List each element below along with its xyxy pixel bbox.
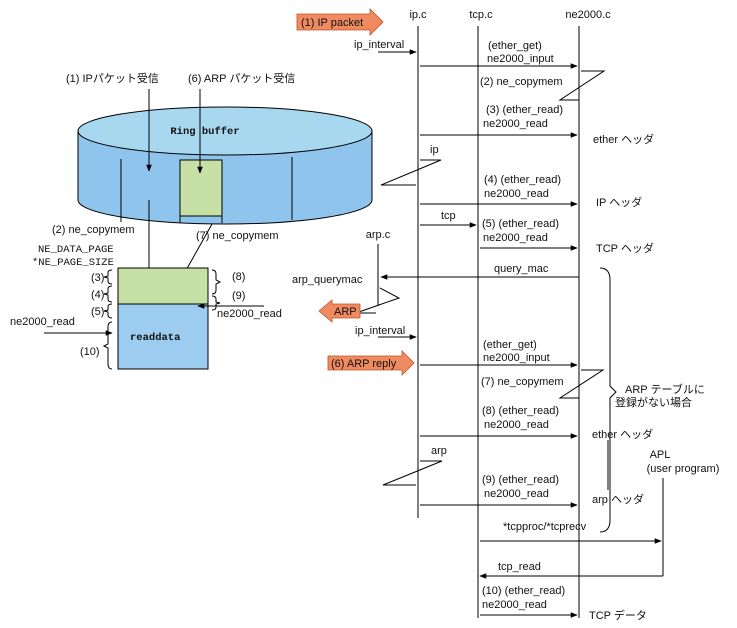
ip-packet-arrow: [296, 8, 384, 36]
tcp-call-label: tcp: [441, 210, 456, 222]
ether-get-label-1: (ether_get): [488, 40, 542, 52]
brace-5: [103, 303, 113, 319]
ne2000-read-label-10: ne2000_read: [482, 599, 547, 611]
mark-4: (4): [91, 289, 104, 301]
ether-read-label-8: (8) (ether_read): [482, 405, 559, 417]
ether-get-label-2: (ether_get): [483, 339, 537, 351]
mark-3: (3): [91, 272, 104, 284]
tcp-read-label: tcp_read: [498, 561, 541, 573]
ne2000-read-left-label: ne2000_read: [10, 316, 75, 328]
ring-green-slot: [179, 159, 223, 217]
arp-recv-label: (6) ARP パケット受信: [188, 72, 295, 85]
copymem-2-label: (2) ne_copymem: [480, 76, 563, 88]
ring-buffer-label: Ring buffer: [170, 126, 239, 138]
arp-querymac-label: arp_querymac: [292, 274, 363, 286]
arp-note-brace: [599, 267, 617, 533]
ether-read-label-10: (10) (ether_read): [482, 585, 565, 597]
ether-header-2: ether ヘッダ: [592, 427, 653, 441]
ether-header-1: ether ヘッダ: [593, 132, 654, 146]
ne2000-read-label-9: ne2000_read: [484, 488, 549, 500]
ne-copymem-2-label: (2) ne_copymem: [52, 224, 135, 236]
ip-interval-label-1: ip_interval: [354, 39, 404, 51]
brace-4: [103, 285, 113, 303]
ne2000-input-label-2: ne2000_input: [483, 352, 550, 364]
ip-call-zigzag: [380, 159, 442, 186]
arp-note-line-1: ARP テーブルに: [625, 382, 705, 396]
arp-note-line-2: 登録がない場合: [615, 395, 692, 409]
brace-3: [103, 269, 113, 285]
column-tcp-c: tcp.c: [469, 9, 493, 21]
brace-8: [211, 269, 222, 295]
ne2000-read-right-label: ne2000_read: [217, 308, 282, 320]
ne-copymem-7-label: (7) ne_copymem: [196, 230, 279, 242]
mark-10: (10): [80, 346, 100, 358]
ether-read-label-3: (3) (ether_read): [486, 104, 563, 116]
ne2000-read-label-5: ne2000_read: [483, 232, 548, 244]
ne2000-read-label-3: ne2000_read: [483, 118, 548, 130]
brace-9: [211, 295, 221, 311]
arp-call-label: arp: [431, 445, 447, 457]
ip-recv-label: (1) IPパケット受信: [66, 72, 159, 85]
ring-buffer: Ring buffer: [77, 106, 373, 225]
copymem-2-zigzag: [558, 70, 606, 101]
mark-5: (5): [91, 306, 104, 318]
arp-out-arrow: [318, 299, 361, 323]
ne-page-size-label: *NE_PAGE_SIZE: [32, 257, 114, 269]
ether-read-label-4: (4) (ether_read): [484, 174, 561, 186]
column-arp-c: arp.c: [366, 229, 391, 241]
arp-header: arp ヘッダ: [592, 492, 644, 506]
copymem-7-label: (7) ne_copymem: [481, 376, 564, 388]
tcp-header: TCP ヘッダ: [596, 241, 654, 255]
arp-reply-label: (6) ARP reply: [331, 358, 397, 370]
brace-10: [102, 321, 113, 370]
column-apl: APL: [650, 449, 671, 461]
mark-9: (9): [232, 290, 245, 302]
arp-zigzag: [355, 287, 401, 314]
ne2000-read-label-8: ne2000_read: [484, 419, 549, 431]
copymem-7-zigzag: [558, 369, 605, 399]
column-apl-sub: (user program): [647, 463, 720, 475]
ne2000-read-label-4: ne2000_read: [484, 188, 549, 200]
ip-packet-label: (1) IP packet: [301, 17, 363, 29]
ip-interval-label-2: ip_interval: [355, 325, 405, 337]
ip-header: IP ヘッダ: [596, 195, 642, 209]
readdata-green-area: [117, 267, 209, 305]
tcpproc-label: *tcpproc/*tcprecv: [503, 521, 587, 533]
ne-data-page-label: NE_DATA_PAGE: [38, 244, 114, 256]
tcp-data: TCP データ: [589, 608, 647, 622]
ether-read-label-5: (5) (ether_read): [482, 218, 559, 230]
arp-out-label: ARP: [334, 306, 357, 318]
column-ip-c: ip.c: [409, 9, 427, 21]
column-ne2000-c: ne2000.c: [565, 9, 611, 21]
ne2000-input-label-1: ne2000_input: [487, 53, 554, 65]
arp-call-zigzag: [382, 460, 443, 486]
query-mac-label: query_mac: [494, 263, 549, 275]
ether-read-label-9: (9) (ether_read): [482, 474, 559, 486]
mark-8: (8): [232, 271, 245, 283]
readdata-label: readdata: [130, 332, 181, 344]
ip-call-label: ip: [430, 144, 439, 156]
arp-reply-arrow: [327, 350, 415, 376]
